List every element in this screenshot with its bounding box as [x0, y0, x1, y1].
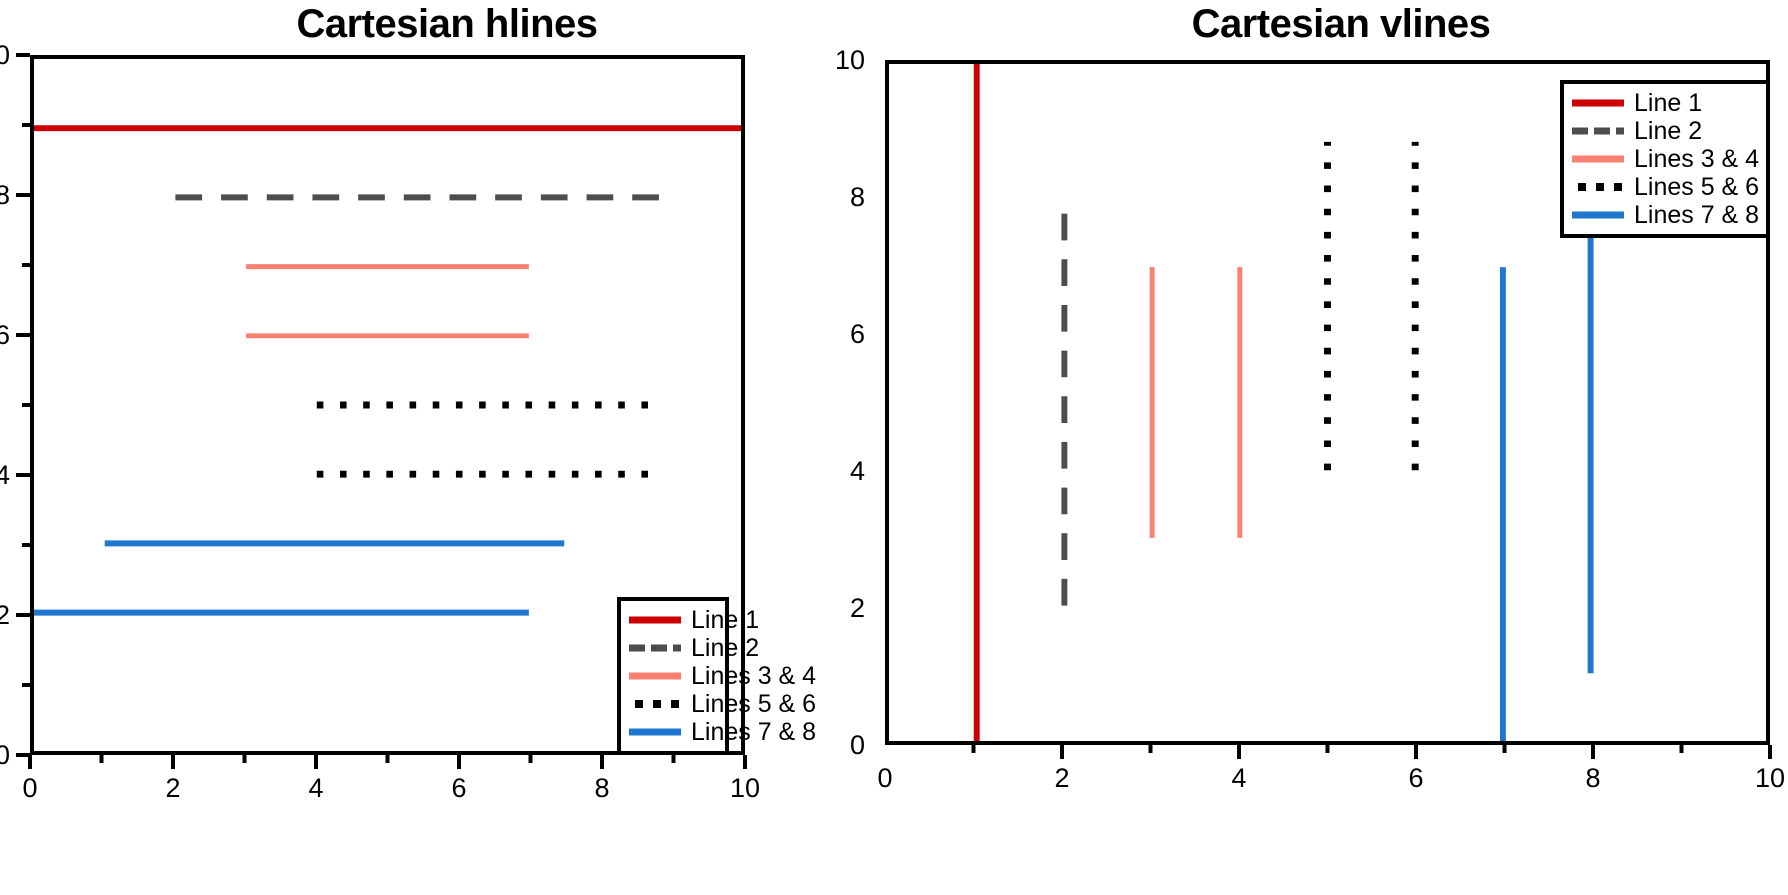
legend-item[interactable]: Lines 5 & 6	[1572, 172, 1760, 201]
legend-item[interactable]: Lines 7 & 8	[629, 718, 816, 746]
x-tick-label: 4	[1231, 763, 1247, 793]
legend-line	[1572, 211, 1624, 219]
legend-item[interactable]: Lines 5 & 6	[629, 690, 816, 718]
legend-line	[1572, 155, 1624, 163]
legend-swatch-solid-icon	[629, 607, 681, 633]
legend-line	[629, 728, 681, 736]
legend-dot	[1578, 183, 1586, 191]
x-tick-label: 6	[1408, 763, 1424, 793]
legend-item[interactable]: Lines 3 & 4	[629, 662, 816, 690]
y-tick-label: 10	[0, 40, 10, 70]
x-tick-label: 2	[165, 773, 181, 803]
legend-dot	[671, 700, 679, 708]
legend-item-label: Lines 3 & 4	[691, 661, 817, 690]
x-tick-label: 10	[729, 773, 761, 803]
y-tick-label: 10	[834, 45, 865, 75]
plot-area-hlines	[30, 55, 745, 755]
x-tick-label: 2	[1054, 763, 1070, 793]
y-tick-label: 4	[0, 460, 10, 490]
x-tick-label: 4	[308, 773, 324, 803]
legend-item[interactable]: Lines 7 & 8	[1572, 200, 1760, 229]
legend-item-label: Lines 5 & 6	[691, 689, 817, 718]
legend-dot	[1614, 183, 1622, 191]
panel-title-vlines: Cartesian vlines	[1191, 2, 1491, 46]
legend-item-label: Line 1	[1634, 88, 1703, 117]
y-tick-label: 2	[849, 593, 865, 623]
y-tick-label: 4	[849, 456, 865, 486]
y-tick-label: 8	[0, 180, 10, 210]
x-tick-label: 0	[877, 763, 893, 793]
y-tick-label: 0	[0, 740, 10, 770]
legend-swatch-dashed-icon	[629, 635, 681, 661]
x-tick-label: 10	[1754, 763, 1786, 793]
legend-line	[629, 672, 681, 680]
legend-swatch-solid-icon	[1572, 90, 1624, 116]
legend-swatch-dotted-icon	[1572, 174, 1624, 200]
legend-swatch-dotted-icon	[629, 691, 681, 717]
legend-item[interactable]: Line 1	[1572, 89, 1758, 117]
legend-item[interactable]: Line 2	[1572, 117, 1758, 145]
y-tick-label: 6	[0, 320, 10, 350]
legend-swatch-solid-icon	[1572, 146, 1624, 172]
legend-swatch-solid-icon	[629, 719, 681, 745]
x-tick-label: 0	[22, 773, 38, 803]
legend-item[interactable]: Line 1	[629, 606, 759, 634]
x-tick-label: 6	[451, 773, 467, 803]
y-tick-label: 8	[849, 182, 865, 212]
legend-item-label: Lines 7 & 8	[691, 717, 817, 746]
legend-item-label: Lines 7 & 8	[1634, 200, 1760, 229]
legend-item[interactable]: Lines 3 & 4	[1572, 144, 1760, 173]
legend-swatch-solid-icon	[629, 663, 681, 689]
plot-lines-vlines	[973, 64, 1594, 741]
legend-line	[629, 644, 681, 652]
legend-item-label: Lines 5 & 6	[1634, 172, 1760, 201]
legend-dot	[635, 700, 643, 708]
x-tick-label: 8	[1585, 763, 1601, 793]
legend-swatch-dashed-icon	[1572, 118, 1624, 144]
legend-swatch-solid-icon	[1572, 202, 1624, 228]
legend-item-label: Line 2	[691, 633, 760, 662]
legend-line	[1572, 99, 1624, 107]
y-tick-label: 2	[0, 600, 10, 630]
legend-line	[629, 616, 681, 624]
legend-item[interactable]: Line 2	[629, 634, 759, 662]
legend-dot	[1596, 183, 1604, 191]
y-tick-label: 6	[849, 319, 865, 349]
panel-title-hlines: Cartesian hlines	[296, 2, 598, 46]
legend-item-label: Line 1	[691, 605, 760, 634]
x-tick-label: 8	[594, 773, 610, 803]
plot-lines-hlines	[34, 125, 741, 616]
legend-item-label: Lines 3 & 4	[1634, 144, 1760, 173]
legend-dot	[653, 700, 661, 708]
legend-line	[1572, 127, 1624, 135]
legend-item-label: Line 2	[1634, 116, 1703, 145]
y-tick-label: 0	[849, 730, 865, 760]
